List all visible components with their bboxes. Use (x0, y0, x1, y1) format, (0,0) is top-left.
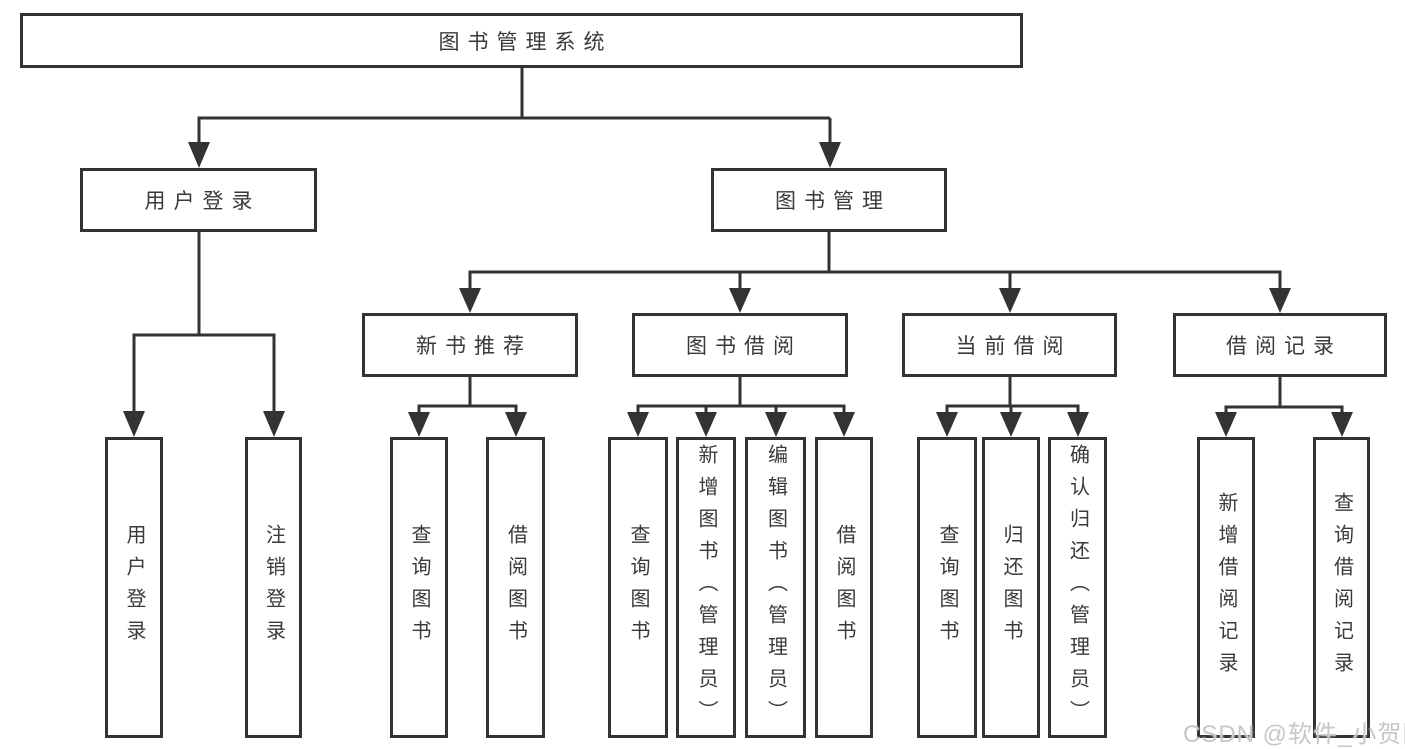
connector-user-login-children (132, 232, 276, 413)
node-borrowing-records: 借阅记录 (1173, 313, 1387, 377)
connector-root-to-level2 (197, 68, 832, 144)
connector-borrowing-records-children (1224, 377, 1344, 414)
node-root-system: 图书管理系统 (20, 13, 1023, 68)
leaf-user-login: 用户登录 (105, 437, 163, 738)
connector-new-book-recommend-children (417, 377, 518, 414)
leaf-query-books-current: 查询图书 (917, 437, 977, 738)
leaf-query-books-borrowing: 查询图书 (608, 437, 668, 738)
node-book-borrowing: 图书借阅 (632, 313, 848, 377)
leaf-borrow-books-recommend: 借阅图书 (486, 437, 545, 738)
node-current-borrowing: 当前借阅 (902, 313, 1117, 377)
leaf-query-borrow-record: 查询借阅记录 (1313, 437, 1370, 738)
csdn-watermark: CSDN @软件_小贺同学 (1183, 721, 1405, 748)
leaf-query-books-recommend: 查询图书 (390, 437, 448, 738)
connector-book-borrowing-children (636, 377, 846, 414)
connector-book-management-children (468, 232, 1282, 290)
node-user-login: 用户登录 (80, 168, 317, 232)
leaf-borrow-books-borrowing: 借阅图书 (815, 437, 873, 738)
connector-current-borrowing-children (945, 377, 1080, 414)
arrowheads (123, 142, 1353, 437)
leaf-confirm-return-admin: 确认归还（管理员） (1048, 437, 1107, 738)
leaf-add-borrow-record: 新增借阅记录 (1197, 437, 1255, 738)
leaf-edit-books-admin: 编辑图书（管理员） (745, 437, 806, 738)
node-new-book-recommend: 新书推荐 (362, 313, 578, 377)
leaf-add-books-admin: 新增图书（管理员） (676, 437, 736, 738)
node-book-management: 图书管理 (711, 168, 947, 232)
leaf-return-books: 归还图书 (982, 437, 1040, 738)
leaf-logout: 注销登录 (245, 437, 302, 738)
